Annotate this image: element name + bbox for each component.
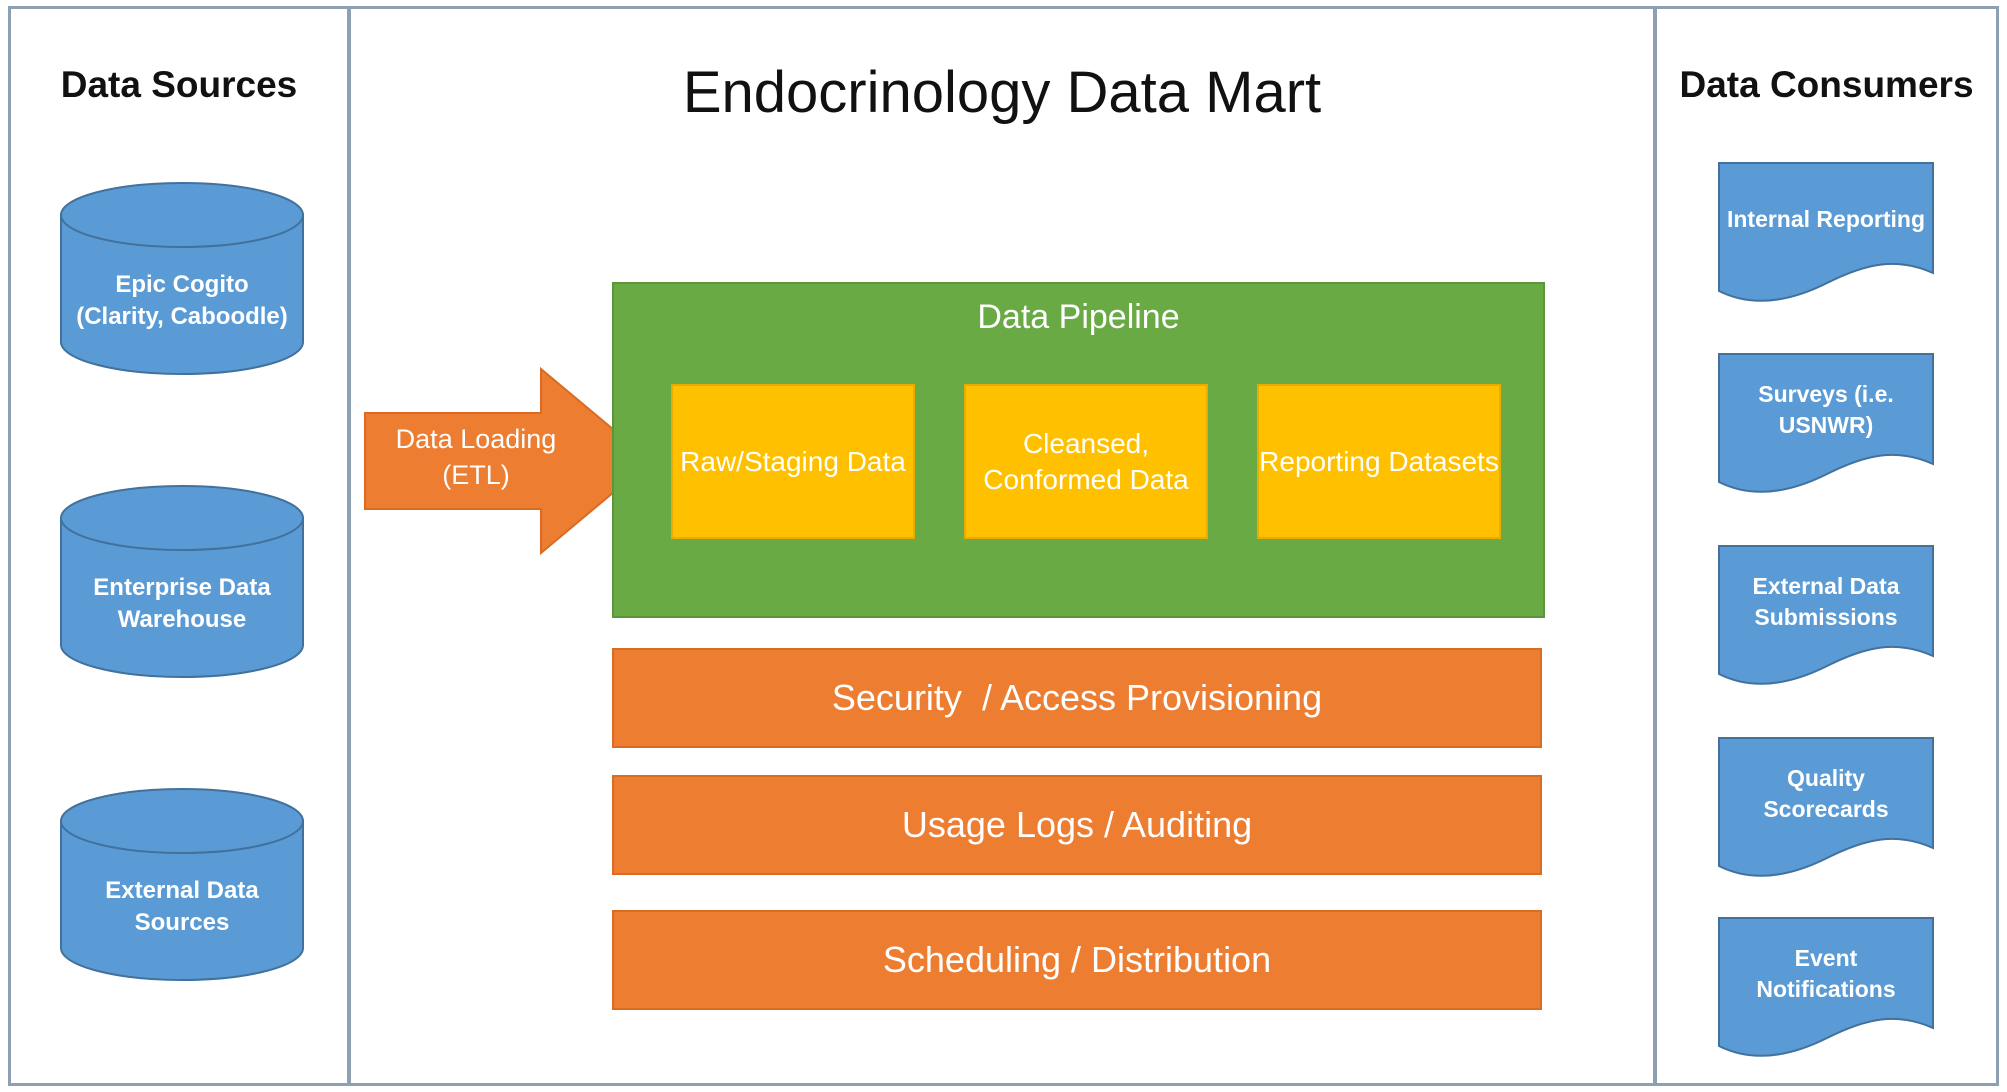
usage-logs-bar: Usage Logs / Auditing (612, 775, 1542, 875)
etl-arrow: Data Loading (ETL) (363, 367, 653, 555)
consumer-quality-scorecards-label: Quality Scorecards (1763, 765, 1889, 822)
data-mart-panel: Endocrinology Data Mart (348, 6, 1656, 1086)
consumer-internal-reporting-doc: Internal Reporting (1717, 161, 1935, 311)
source-epic-cogito-cylinder: Epic Cogito (Clarity, Caboodle) (59, 181, 305, 376)
stage-reporting-datasets: Reporting Datasets (1257, 384, 1501, 539)
data-sources-heading: Data Sources (60, 64, 298, 105)
source-external-data-label: External Data Sources (105, 876, 259, 936)
data-pipeline-title: Data Pipeline (977, 298, 1180, 336)
stage-cleansed-conformed: Cleansed, Conformed Data (964, 384, 1208, 539)
source-enterprise-warehouse-label: Enterprise Data Warehouse (93, 573, 271, 633)
source-enterprise-warehouse-cylinder: Enterprise Data Warehouse (59, 484, 305, 679)
data-consumers-heading: Data Consumers (1679, 64, 1974, 105)
consumer-surveys-label: Surveys (i.e. USNWR) (1758, 381, 1894, 438)
data-sources-panel: Data Sources Epic Cogito (Clarity, Caboo… (8, 6, 350, 1086)
consumer-quality-scorecards-doc: Quality Scorecards (1717, 736, 1935, 886)
source-epic-cogito-label: Epic Cogito (Clarity, Caboodle) (76, 270, 288, 330)
scheduling-distribution-bar: Scheduling / Distribution (612, 910, 1542, 1010)
consumer-external-submissions-doc: External Data Submissions (1717, 544, 1935, 694)
source-external-data-cylinder: External Data Sources (59, 787, 305, 982)
consumer-surveys-doc: Surveys (i.e. USNWR) (1717, 352, 1935, 502)
consumer-event-notifications-doc: Event Notifications (1717, 916, 1935, 1066)
data-pipeline-box: Data Pipeline Raw/Staging Data Cleansed,… (612, 282, 1545, 618)
page-title: Endocrinology Data Mart (682, 60, 1322, 125)
stage-raw-staging: Raw/Staging Data (671, 384, 915, 539)
consumer-internal-reporting-label: Internal Reporting (1726, 205, 1926, 232)
consumer-event-notifications-label: Event Notifications (1756, 945, 1896, 1002)
security-access-bar: Security / Access Provisioning (612, 648, 1542, 748)
consumer-external-submissions-label: External Data Submissions (1752, 573, 1900, 630)
etl-label: Data Loading (ETL) (395, 424, 557, 490)
data-consumers-panel: Data Consumers Internal Reporting Survey… (1654, 6, 1999, 1086)
